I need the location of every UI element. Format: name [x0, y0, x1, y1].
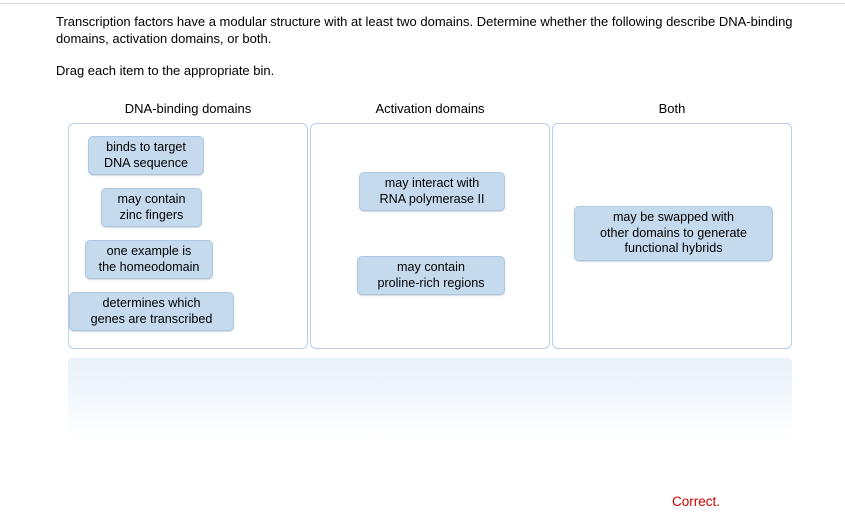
draggable-item[interactable]: may contain zinc fingers	[101, 188, 202, 227]
bin-dropzone-both[interactable]: may be swapped with other domains to gen…	[552, 123, 792, 349]
draggable-item[interactable]: one example is the homeodomain	[85, 240, 213, 279]
question-prompt: Transcription factors have a modular str…	[56, 14, 798, 80]
question-stem: Transcription factors have a modular str…	[56, 14, 793, 46]
top-divider	[0, 3, 845, 4]
bin-dropzone-dna-binding-domains[interactable]: binds to target DNA sequence may contain…	[68, 123, 308, 349]
bin-column-dna-binding-domains: DNA-binding domains binds to target DNA …	[68, 101, 308, 349]
draggable-item[interactable]: may interact with RNA polymerase II	[359, 172, 505, 211]
draggable-item[interactable]: binds to target DNA sequence	[88, 136, 204, 175]
bin-header-dna-binding-domains: DNA-binding domains	[124, 101, 252, 116]
bin-dropzone-activation-domains[interactable]: may interact with RNA polymerase II may …	[310, 123, 550, 349]
bin-header-activation-domains: Activation domains	[375, 101, 485, 116]
bin-column-both: Both may be swapped with other domains t…	[552, 101, 792, 349]
bin-column-activation-domains: Activation domains may interact with RNA…	[310, 101, 550, 349]
item-source-tray[interactable]	[68, 358, 792, 444]
bin-header-both: Both	[658, 101, 686, 116]
question-instruction: Drag each item to the appropriate bin.	[56, 63, 275, 78]
draggable-item[interactable]: may contain proline-rich regions	[357, 256, 505, 295]
bin-area: DNA-binding domains binds to target DNA …	[68, 101, 792, 349]
feedback-message: Correct.	[672, 494, 721, 509]
draggable-item[interactable]: may be swapped with other domains to gen…	[574, 206, 773, 261]
draggable-item[interactable]: determines which genes are transcribed	[69, 292, 234, 331]
